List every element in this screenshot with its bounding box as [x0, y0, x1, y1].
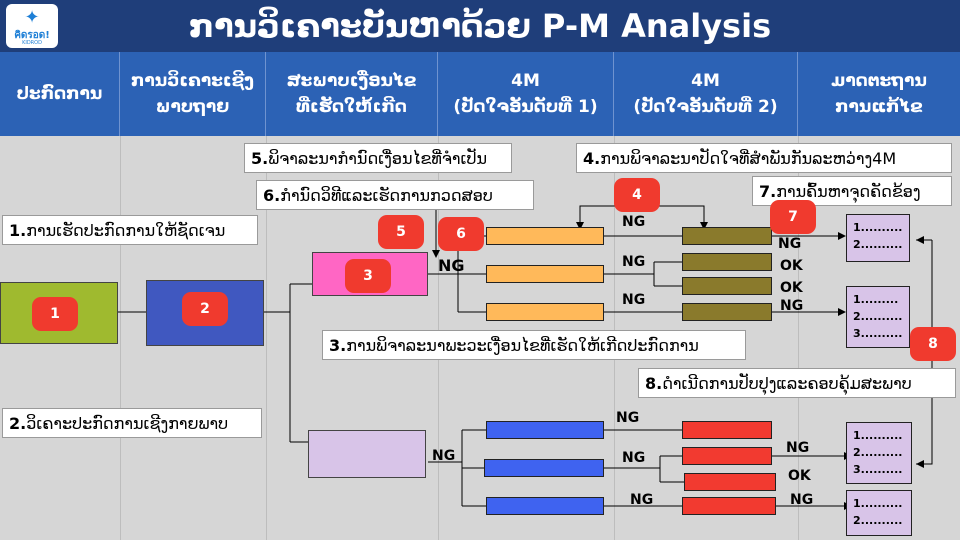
ok-label: OK	[780, 258, 803, 274]
ok-label: OK	[788, 468, 811, 484]
factor1-bar-1	[486, 227, 604, 245]
factor1-bar-lower-1	[486, 421, 604, 439]
ng-label: NG	[622, 292, 646, 308]
column-header-physical-analysis: ການວິເຄາະເຊີງ ພາບຖາຍ	[120, 52, 266, 136]
ng-label: NG	[622, 214, 646, 230]
step-1-number: 1.	[9, 221, 27, 240]
countermeasure-note-3: 1.......... 2.......... 3..........	[846, 422, 912, 484]
step-6-text: ກຳນົດວິທີແລະເຮັດການກວດສອບ	[280, 186, 493, 205]
step-badge-1: 1	[32, 297, 78, 331]
countermeasure-note-2: 1......... 2.......... 3..........	[846, 286, 910, 348]
ng-label: NG	[778, 236, 802, 252]
step-badge-7: 7	[770, 200, 816, 234]
step-7-number: 7.	[759, 182, 777, 201]
column-header-4m-first: 4M (ປັດໃຈອັນດັບທີ່ 1)	[438, 52, 614, 136]
factor2-bar-3	[682, 277, 772, 295]
ok-label: OK	[780, 280, 803, 296]
column-header-standard: ມາດຕະຖານ ການແກ້ໄຂ	[831, 70, 927, 117]
factor1-bar-2	[486, 265, 604, 283]
step-6-number: 6.	[263, 186, 281, 205]
step-4-text: ການພິຈາລະນາປັດໃຈທີ່ສຳພັນກັນລະຫວ່າງ4M	[600, 149, 897, 168]
step-badge-6: 6	[438, 217, 484, 251]
step-2-callout: 2.ວິເຄາະປະກົດການເຊີງກາຍພາບ	[2, 408, 262, 438]
ng-label: NG	[786, 440, 810, 456]
step-1-text: ການເຮັດປະກົດການໃຫ້ຊັດເຈນ	[26, 221, 226, 240]
column-header-phenomenon: ປະກົດການ	[0, 52, 120, 136]
factor2-bar-lower-2	[682, 447, 772, 465]
step-5-callout: 5.ພິຈາລະນາກຳນົດເງື່ອນໄຂທີ່ຈຳເປັນ	[244, 143, 512, 173]
factor2-bar-4	[682, 303, 772, 321]
ng-label: NG	[622, 254, 646, 270]
ng-label: NG	[432, 448, 456, 464]
step-5-number: 5.	[251, 149, 269, 168]
column-divider	[120, 136, 121, 540]
ng-label: NG	[790, 492, 814, 508]
step-badge-4: 4	[614, 178, 660, 212]
step-3-callout: 3.ການພິຈາລະນາພະວະເງື່ອນໄຂທີ່ເຮັດໃຫ້ເກີດປ…	[322, 330, 746, 360]
step-8-number: 8.	[645, 374, 663, 393]
column-divider	[798, 136, 799, 540]
step-1-callout: 1.ການເຮັດປະກົດການໃຫ້ຊັດເຈນ	[2, 215, 258, 245]
factor1-bar-lower-2	[484, 459, 604, 477]
ng-label: NG	[622, 450, 646, 466]
logo: ✦ คิดรอด! KIDROD	[6, 4, 58, 48]
step-3-text: ການພິຈາລະນາພະວະເງື່ອນໄຂທີ່ເຮັດໃຫ້ເກີດປະກ…	[346, 336, 699, 355]
ng-label: NG	[438, 256, 465, 275]
countermeasure-note-1: 1.......... 2..........	[846, 214, 910, 262]
step-2-number: 2.	[9, 414, 27, 433]
factor1-bar-lower-3	[486, 497, 604, 515]
factor2-bar-lower-3	[684, 473, 776, 491]
step-badge-3: 3	[345, 259, 391, 293]
step-7-text: ການຄົ້ນຫາຈຸດຄັດຂ້ອງ	[776, 182, 921, 201]
page-title: ການວິເຄາະບັນຫາດ້ວຍ P-M Analysis	[188, 7, 772, 45]
step-8-callout: 8.ດຳເນີດການປັບປຸງແລະຄອບຄຸ້ມສະພາບ	[638, 368, 956, 398]
bird-icon: ✦	[24, 7, 40, 28]
countermeasure-note-4: 1.......... 2..........	[846, 490, 912, 536]
column-divider	[266, 136, 267, 540]
column-header-conditions: ສະພາບເງື່ອນໄຂ ທີ່ເຮັດໃຫ້ເກີດ	[266, 52, 438, 136]
logo-sub: KIDROD	[22, 40, 42, 46]
step-5-text: ພິຈາລະນາກຳນົດເງື່ອນໄຂທີ່ຈຳເປັນ	[268, 149, 488, 168]
factor2-bar-lower-4	[682, 497, 776, 515]
column-header-4m-second: 4M (ປັດໃຈອັນດັບທີ່ 2)	[614, 52, 798, 136]
ng-label: NG	[616, 410, 640, 426]
factor2-bar-1	[682, 227, 772, 245]
factor1-bar-3	[486, 303, 604, 321]
step-3-number: 3.	[329, 336, 347, 355]
step-4-callout: 4.ການພິຈາລະນາປັດໃຈທີ່ສຳພັນກັນລະຫວ່າງ4M	[576, 143, 952, 173]
step-8-text: ດຳເນີດການປັບປຸງແລະຄອບຄຸ້ມສະພາບ	[662, 374, 912, 393]
step-6-callout: 6.ກຳນົດວິທີແລະເຮັດການກວດສອບ	[256, 180, 534, 210]
step-badge-2: 2	[182, 292, 228, 326]
title-bar	[0, 0, 960, 52]
step-badge-5: 5	[378, 215, 424, 249]
step-4-number: 4.	[583, 149, 601, 168]
ng-label: NG	[630, 492, 654, 508]
step-badge-8: 8	[910, 327, 956, 361]
condition-box-lower	[308, 430, 426, 478]
ng-label: NG	[780, 298, 804, 314]
factor2-bar-2	[682, 253, 772, 271]
step-2-text: ວິເຄາະປະກົດການເຊີງກາຍພາບ	[26, 414, 229, 433]
column-header-row	[0, 52, 960, 136]
logo-brand: คิดรอด!	[14, 30, 50, 41]
factor2-bar-lower-1	[682, 421, 772, 439]
